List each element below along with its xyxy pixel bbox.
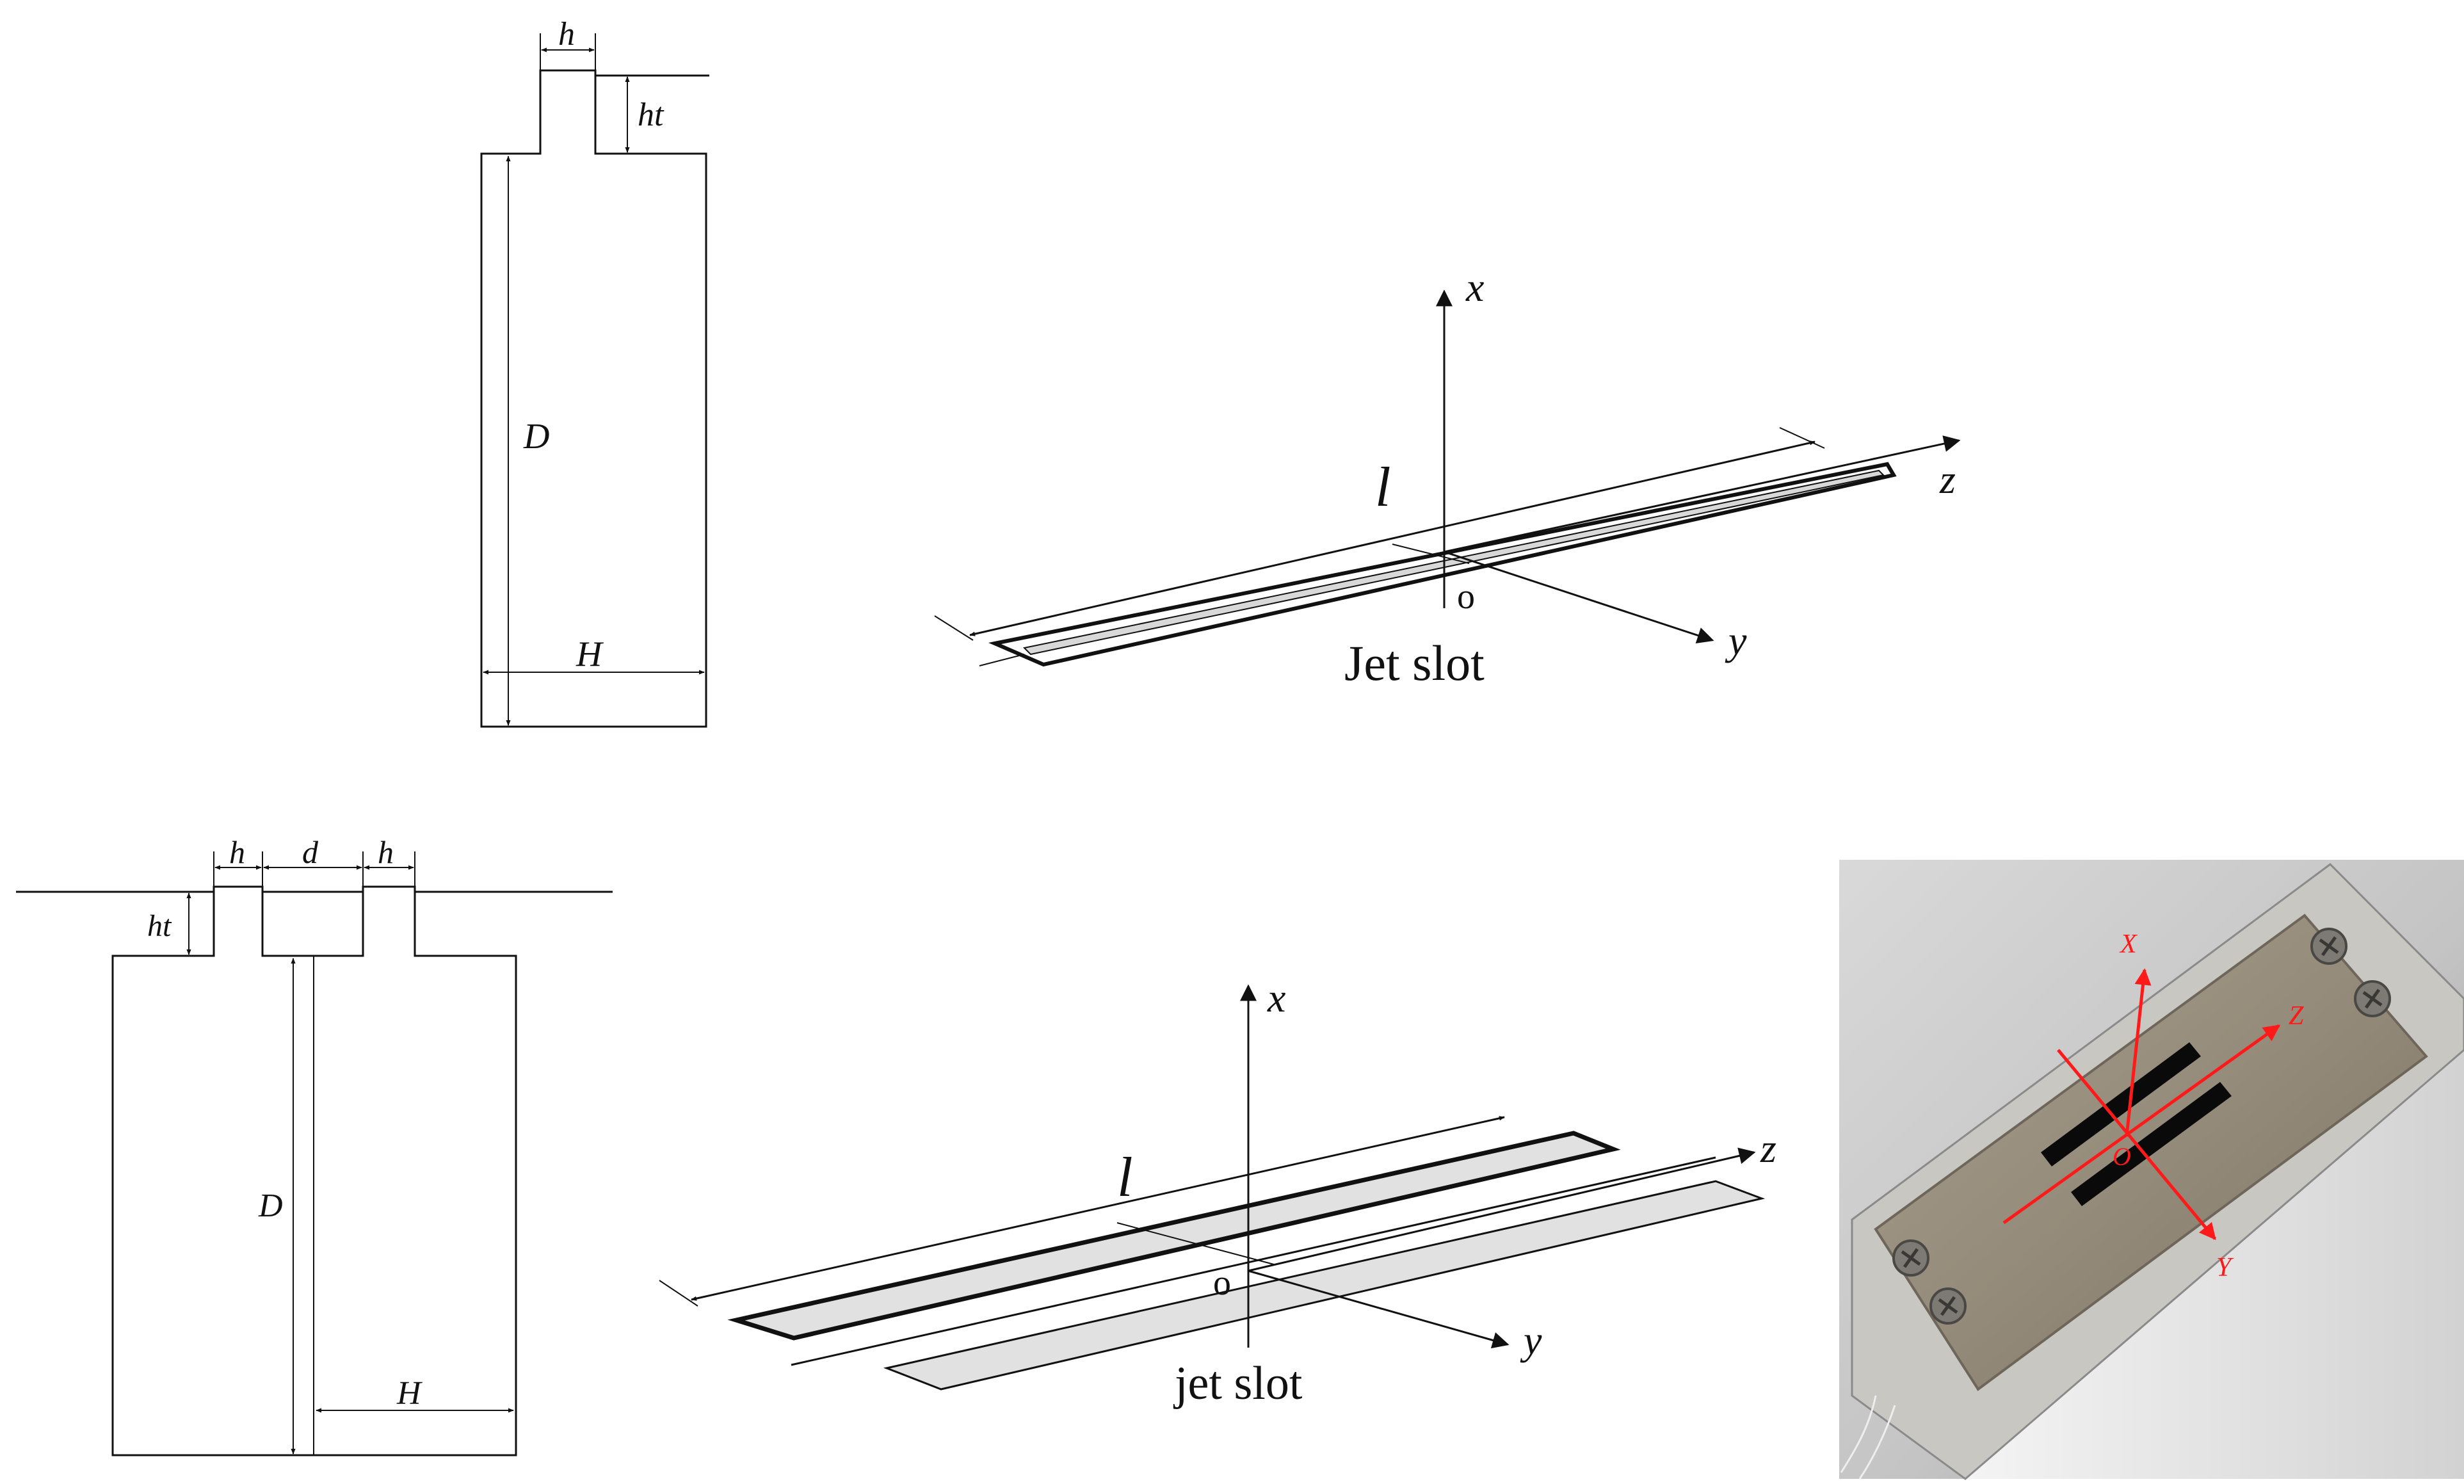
length-l-label: l (1375, 456, 1390, 519)
label-D: D (523, 417, 549, 456)
origin-label: o (1457, 577, 1475, 617)
label-h-right: h (378, 834, 394, 870)
photo-z-axis (2002, 1024, 2281, 1225)
caption-jet-slot: jet slot (1173, 1357, 1303, 1410)
single-slot-outline (480, 69, 707, 728)
photo-axis-y-label: Y (2216, 1253, 2234, 1282)
axis-x-label: x (1267, 975, 1285, 1020)
label-h: h (558, 16, 575, 52)
label-H: H (396, 1375, 423, 1412)
twin-slot-3d (659, 984, 1766, 1391)
photo-x-axis (2125, 968, 2152, 1137)
length-l-arrow (969, 440, 1816, 636)
label-h-left: h (229, 834, 245, 870)
axis-z-label: z (1939, 456, 1956, 502)
length-l-label: l (1117, 1147, 1132, 1209)
caption-jet-slot: Jet slot (1344, 635, 1485, 691)
twin-slot-cross-section (16, 851, 613, 1456)
photo-wires (1840, 1395, 1896, 1480)
label-D: D (258, 1188, 283, 1224)
length-l-arrow (691, 1116, 1505, 1301)
y-axis (1444, 551, 1714, 644)
axis-x-label: x (1465, 264, 1484, 310)
axis-y-label: y (1520, 1318, 1542, 1363)
single-slot-cross-section (480, 33, 709, 728)
actuator-photo: X Z Y O (1839, 860, 2464, 1480)
y-axis (1248, 1270, 1510, 1349)
label-ht: ht (638, 97, 664, 133)
center-block (261, 891, 364, 957)
label-H: H (576, 634, 604, 674)
photo-slot-upper (2041, 1042, 2201, 1166)
axis-y-label: y (1725, 618, 1747, 663)
z-axis (1248, 1147, 1756, 1272)
label-ht: ht (147, 909, 172, 943)
single-slot-3d (934, 289, 1961, 667)
photo-y-axis (2057, 1049, 2216, 1241)
photo-axis-x-label: X (2119, 930, 2138, 959)
origin-label: o (1213, 1263, 1231, 1303)
photo-origin-label: O (2113, 1142, 2131, 1171)
photo-axis-z-label: Z (2289, 1001, 2304, 1031)
photo-slot-lower (2071, 1082, 2232, 1206)
axis-z-label: z (1760, 1125, 1776, 1171)
z-axis (1444, 435, 1961, 553)
label-d: d (302, 834, 319, 870)
slot-opening (1022, 469, 1885, 656)
